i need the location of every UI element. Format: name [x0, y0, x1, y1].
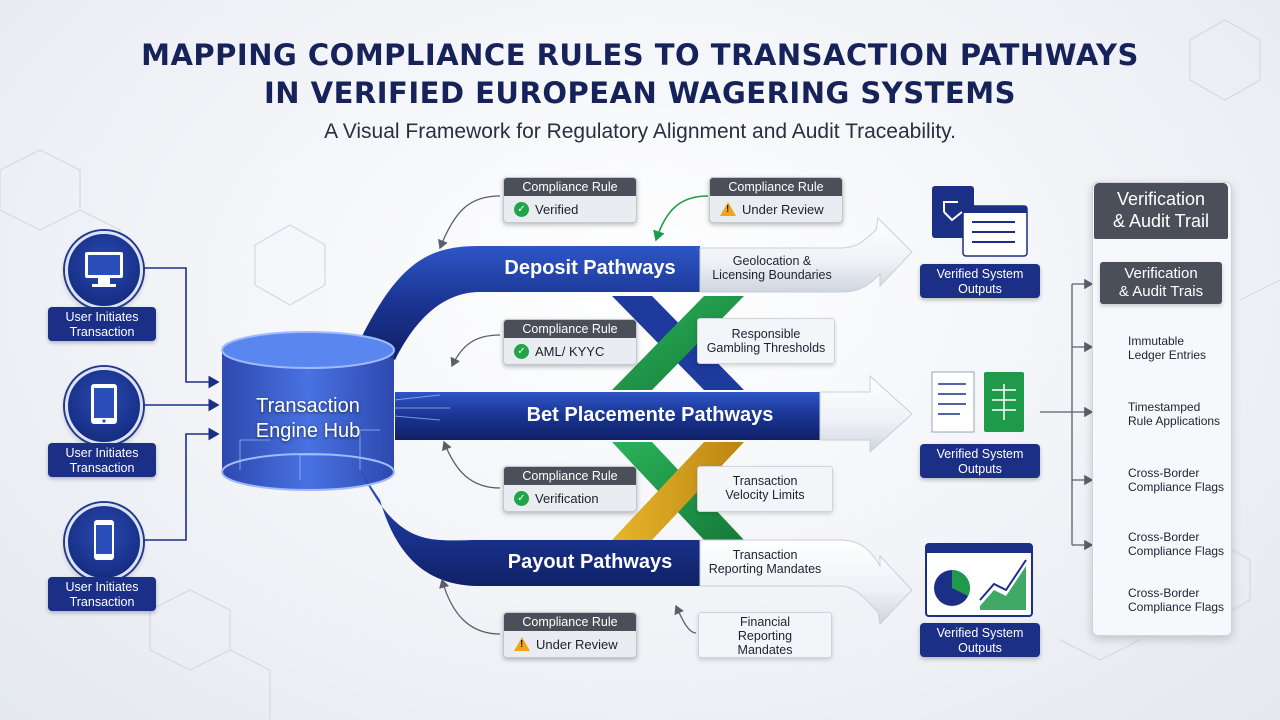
payout-pathway-label: Payout Pathways — [507, 551, 673, 573]
audit-item-line: Compliance Flags — [1128, 480, 1225, 494]
page-title-line-2: IN VERIFIED EUROPEAN WAGERING SYSTEMS — [264, 76, 1016, 110]
smartphone-icon — [65, 503, 143, 581]
rule-status: Under Review — [536, 636, 618, 652]
pathway-pipes — [360, 246, 820, 586]
audit-connectors — [1040, 278, 1094, 551]
warning-icon — [514, 637, 530, 651]
rule-header: Compliance Rule — [504, 320, 636, 338]
audit-subheader: Verification & Audit Trais — [1100, 262, 1222, 304]
user-node-label-1: User Initiates Transaction — [48, 307, 156, 341]
hub-cylinder — [221, 331, 450, 491]
check-icon: ✓ — [514, 490, 529, 506]
background-hex-pattern — [0, 19, 1280, 720]
rule-header: Compliance Rule — [710, 178, 842, 196]
spreadsheet-document-icon — [931, 371, 1024, 433]
audit-trail-panel — [1092, 182, 1232, 636]
hub-label-line-1: Transaction — [256, 395, 360, 417]
note-line: Mandates — [737, 643, 793, 657]
note-line: Geolocation & — [732, 254, 812, 268]
note-line: Licensing Boundaries — [712, 268, 832, 282]
financial-reporting-note: Financial Reporting Mandates — [698, 612, 832, 658]
geolocation-note: Geolocation & Licensing Boundaries — [700, 254, 844, 282]
compliance-rule-card: Compliance Rule ✓ Verified — [503, 177, 637, 223]
output-line: Verified System — [936, 447, 1024, 461]
rule-status: AML/ KYYC — [535, 343, 605, 359]
note-line: Reporting Mandates — [708, 562, 822, 576]
audit-sub-line: Verification — [1124, 265, 1198, 282]
audit-item-line: Cross-Border — [1128, 530, 1200, 544]
compliance-rule-card: Compliance Rule Under Review — [503, 612, 637, 658]
check-icon: ✓ — [514, 201, 529, 217]
audit-item-line: Timestamped — [1128, 400, 1201, 414]
compliance-rule-card: Compliance Rule Under Review — [709, 177, 843, 223]
output-line: Outputs — [958, 641, 1002, 655]
rule-status: Verified — [535, 201, 579, 217]
warning-icon — [720, 202, 736, 216]
verified-output-label: Verified System Outputs — [920, 623, 1040, 657]
transaction-engine-hub: Transaction Engine Hub — [228, 394, 388, 444]
rule-status: Under Review — [742, 201, 824, 217]
rule-header: Compliance Rule — [504, 613, 636, 631]
note-line: Gambling Thresholds — [706, 341, 826, 355]
tablet-icon — [65, 367, 143, 445]
hub-label-line-2: Engine Hub — [255, 420, 361, 442]
audit-item-line: Cross-Border — [1128, 586, 1200, 600]
audit-item-line: Compliance Flags — [1128, 544, 1225, 558]
output-line: Verified System — [936, 267, 1024, 281]
audit-item-line: Rule Applications — [1128, 414, 1221, 428]
rule-header: Compliance Rule — [504, 467, 636, 485]
user-node-label-2: User Initiates Transaction — [48, 443, 156, 477]
rule-header: Compliance Rule — [504, 178, 636, 196]
flowchart-document-icon — [932, 186, 1028, 257]
review-connector — [653, 195, 709, 242]
velocity-limits-note: Transaction Velocity Limits — [697, 466, 833, 512]
user-connectors — [138, 267, 220, 541]
analytics-dashboard-icon — [925, 543, 1033, 617]
verified-output-label: Verified System Outputs — [920, 444, 1040, 478]
audit-item-line: Cross-Border — [1128, 466, 1200, 480]
audit-item-line: Immutable — [1128, 334, 1185, 348]
rule-status: Verification — [535, 490, 599, 506]
pathway-arrows — [699, 216, 913, 626]
user-node-label-3: User Initiates Transaction — [48, 577, 156, 611]
verified-output-label: Verified System Outputs — [920, 264, 1040, 298]
check-icon: ✓ — [514, 343, 529, 359]
output-line: Outputs — [958, 462, 1002, 476]
compliance-rule-card: Compliance Rule ✓ Verification — [503, 466, 637, 512]
note-line: Transaction — [732, 474, 798, 488]
page-title-line-1: MAPPING COMPLIANCE RULES TO TRANSACTION … — [141, 38, 1139, 72]
note-line: Reporting — [737, 629, 793, 643]
page-subtitle: A Visual Framework for Regulatory Alignm… — [324, 120, 956, 143]
output-line: Outputs — [958, 282, 1002, 296]
audit-title-line: & Audit Trail — [1112, 211, 1210, 231]
audit-sub-line: & Audit Trais — [1118, 283, 1204, 300]
desktop-icon — [65, 231, 143, 309]
compliance-rule-card: Compliance Rule ✓ AML/ KYYC — [503, 319, 637, 365]
note-line: Responsible — [731, 327, 801, 341]
rule-connectors — [438, 195, 697, 635]
output-line: Verified System — [936, 626, 1024, 640]
note-line: Velocity Limits — [725, 488, 805, 502]
responsible-gambling-note: Responsible Gambling Thresholds — [697, 318, 835, 364]
reporting-mandates-note: Transaction Reporting Mandates — [700, 548, 830, 576]
note-line: Transaction — [732, 548, 798, 562]
note-line: Financial — [739, 615, 791, 629]
audit-item-line: Ledger Entries — [1128, 348, 1207, 362]
audit-panel-title: Verification & Audit Trail — [1094, 183, 1228, 239]
audit-item-line: Compliance Flags — [1128, 600, 1225, 614]
deposit-pathway-label: Deposit Pathways — [504, 257, 676, 279]
bet-pathway-label: Bet Placemente Pathways — [526, 404, 774, 426]
audit-title-line: Verification — [1116, 189, 1206, 209]
